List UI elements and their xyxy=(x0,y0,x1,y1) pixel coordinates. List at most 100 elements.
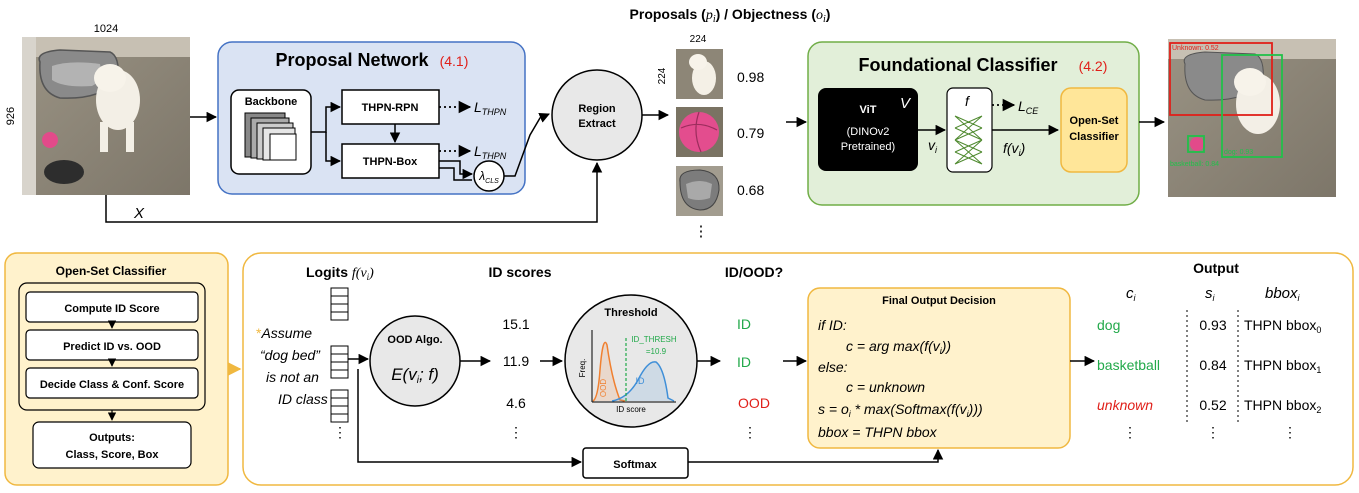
out-score-2: 0.84 xyxy=(1199,357,1226,373)
unknown-bbox xyxy=(1169,42,1273,116)
svg-text:Outputs:: Outputs: xyxy=(89,432,135,444)
proposal-crops: 224 224 ⋮ 0.98 0.79 0.68 xyxy=(657,34,764,240)
id-score-ellipsis: ⋮ xyxy=(509,424,523,440)
arrow-logits-to-softmax xyxy=(357,369,583,468)
outputs-box xyxy=(32,421,192,469)
fvi-label: f(vi) xyxy=(1003,140,1025,158)
svg-text:=10.9: =10.9 xyxy=(646,347,667,356)
final-decision-box: Final Output Decision if ID: c = arg max… xyxy=(807,287,1071,449)
f-head-box xyxy=(946,87,993,173)
box-loss-label: LTHPN xyxy=(474,143,507,161)
idood-3: OOD xyxy=(738,395,770,411)
out-bbox-2: THPN bbox1 xyxy=(1244,357,1321,375)
svg-text:f: f xyxy=(965,93,971,109)
out-class-2: basketball xyxy=(1097,357,1160,373)
out-bbox-1: THPN bbox0 xyxy=(1244,317,1321,335)
svg-text:Classifier: Classifier xyxy=(1069,131,1119,143)
svg-text:ci: ci xyxy=(1126,285,1137,303)
top-title: Proposals (pi) / Objectness (oi) xyxy=(630,6,831,25)
svg-text:Pretrained): Pretrained) xyxy=(841,141,895,153)
svg-text:si: si xyxy=(1205,285,1216,303)
ball-bbox xyxy=(1187,135,1205,153)
open-set-panel: Open-Set Classifier Compute ID Score Pre… xyxy=(4,252,229,486)
svg-text:⋮: ⋮ xyxy=(1123,424,1137,440)
svg-text:Open-Set: Open-Set xyxy=(1070,115,1119,127)
thpn-box-label: THPN-Box xyxy=(363,156,418,168)
arrow-x-to-region xyxy=(105,161,603,223)
svg-text:ID score: ID score xyxy=(616,405,646,414)
fc-title: Foundational Classifier xyxy=(858,55,1057,75)
proposal-network: Proposal Network (4.1) Backbone THPN-RPN… xyxy=(217,41,526,195)
svg-text:if ID:: if ID: xyxy=(818,317,847,333)
svg-text:V: V xyxy=(900,95,912,112)
svg-text:Softmax: Softmax xyxy=(613,459,657,471)
vit-box xyxy=(818,88,918,171)
dog-bbox xyxy=(1221,54,1283,158)
svg-text:Class, Score, Box: Class, Score, Box xyxy=(66,449,160,461)
crop-width-label: 224 xyxy=(690,34,707,45)
svg-text:OOD Algo.: OOD Algo. xyxy=(387,334,442,346)
vi-label: vi xyxy=(928,137,938,155)
svg-text:c = arg max(f(vi)): c = arg max(f(vi)) xyxy=(846,338,951,356)
svg-text:bbox = THPN bbox: bbox = THPN bbox xyxy=(818,424,938,440)
svg-text:E(vi; f): E(vi; f) xyxy=(391,365,439,386)
svg-text:bboxi: bboxi xyxy=(1265,285,1301,303)
svg-text:OOD: OOD xyxy=(599,379,608,397)
svg-text:“dog bed”: “dog bed” xyxy=(260,347,321,363)
id-score-3: 4.6 xyxy=(506,395,526,411)
arrow-softmax-to-decision xyxy=(688,448,944,463)
svg-text:ID class: ID class xyxy=(278,391,328,407)
input-width-label: 1024 xyxy=(94,23,118,35)
backbone-label: Backbone xyxy=(245,96,298,108)
out-class-3: unknown xyxy=(1097,397,1153,413)
out-score-3: 0.52 xyxy=(1199,397,1226,413)
note-dog-bed: *Assume “dog bed” is not an ID class xyxy=(256,325,328,407)
input-image xyxy=(22,37,190,195)
svg-text:⋮: ⋮ xyxy=(1283,424,1297,440)
out-class-1: dog xyxy=(1097,317,1120,333)
out-bbox-3: THPN bbox2 xyxy=(1244,397,1321,415)
crop-ellipsis: ⋮ xyxy=(694,223,709,240)
ood-algo-node: OOD Algo. E(vi; f) xyxy=(369,315,461,407)
region-extract-node: Region Extract xyxy=(551,69,643,161)
svg-text:Region: Region xyxy=(578,103,616,115)
score-2: 0.79 xyxy=(737,125,764,141)
svg-text:Compute ID Score: Compute ID Score xyxy=(64,303,159,315)
crop-height-label: 224 xyxy=(657,67,668,84)
svg-text:ID_THRESH: ID_THRESH xyxy=(631,335,677,344)
svg-text:(DINOv2: (DINOv2 xyxy=(847,126,890,138)
softmax-box: Softmax xyxy=(582,447,689,479)
svg-text:dog: 0.93: dog: 0.93 xyxy=(1224,149,1253,156)
f-head-network-icon xyxy=(954,115,983,165)
svg-text:Threshold: Threshold xyxy=(604,307,657,319)
threshold-node: Threshold Freq. OOD ID ID_THRESH =10.9 I… xyxy=(564,294,698,428)
output-title: Output xyxy=(1193,260,1239,276)
svg-text:Unknown: 0.52: Unknown: 0.52 xyxy=(1172,45,1219,52)
svg-text:Decide Class & Conf. Score: Decide Class & Conf. Score xyxy=(40,379,184,391)
svg-text:Freq.: Freq. xyxy=(578,359,587,378)
idood-2: ID xyxy=(737,354,751,370)
detail-panel xyxy=(242,252,1354,486)
logits-ellipsis: ⋮ xyxy=(333,424,347,440)
open-set-classifier-mini xyxy=(1060,87,1128,173)
fc-section-ref: (4.2) xyxy=(1079,58,1108,74)
svg-text:Predict ID vs. OOD: Predict ID vs. OOD xyxy=(63,341,161,353)
svg-text:Extract: Extract xyxy=(578,118,616,130)
input-height-label: 926 xyxy=(5,107,17,125)
open-set-title: Open-Set Classifier xyxy=(56,264,167,278)
output-table: Output ci si bboxi dog basketball unknow… xyxy=(1097,260,1321,440)
id-scores-title: ID scores xyxy=(488,264,551,280)
thpn-rpn-label: THPN-RPN xyxy=(362,102,419,114)
id-score-1: 15.1 xyxy=(502,316,529,332)
svg-text:ID: ID xyxy=(636,376,646,386)
x-label: X xyxy=(133,205,145,222)
idood-1: ID xyxy=(737,316,751,332)
svg-text:is not an: is not an xyxy=(266,369,319,385)
svg-text:s = oi * max(Softmax(f(vi))): s = oi * max(Softmax(f(vi))) xyxy=(818,401,983,419)
svg-text:⋮: ⋮ xyxy=(1206,424,1220,440)
output-image: Unknown: 0.52 dog: 0.93 basketball: 0.84 xyxy=(1168,39,1336,197)
svg-text:basketball: 0.84: basketball: 0.84 xyxy=(1170,161,1219,168)
thpn-rpn-box xyxy=(341,89,440,125)
pn-section-ref: (4.1) xyxy=(440,53,469,69)
score-3: 0.68 xyxy=(737,182,764,198)
